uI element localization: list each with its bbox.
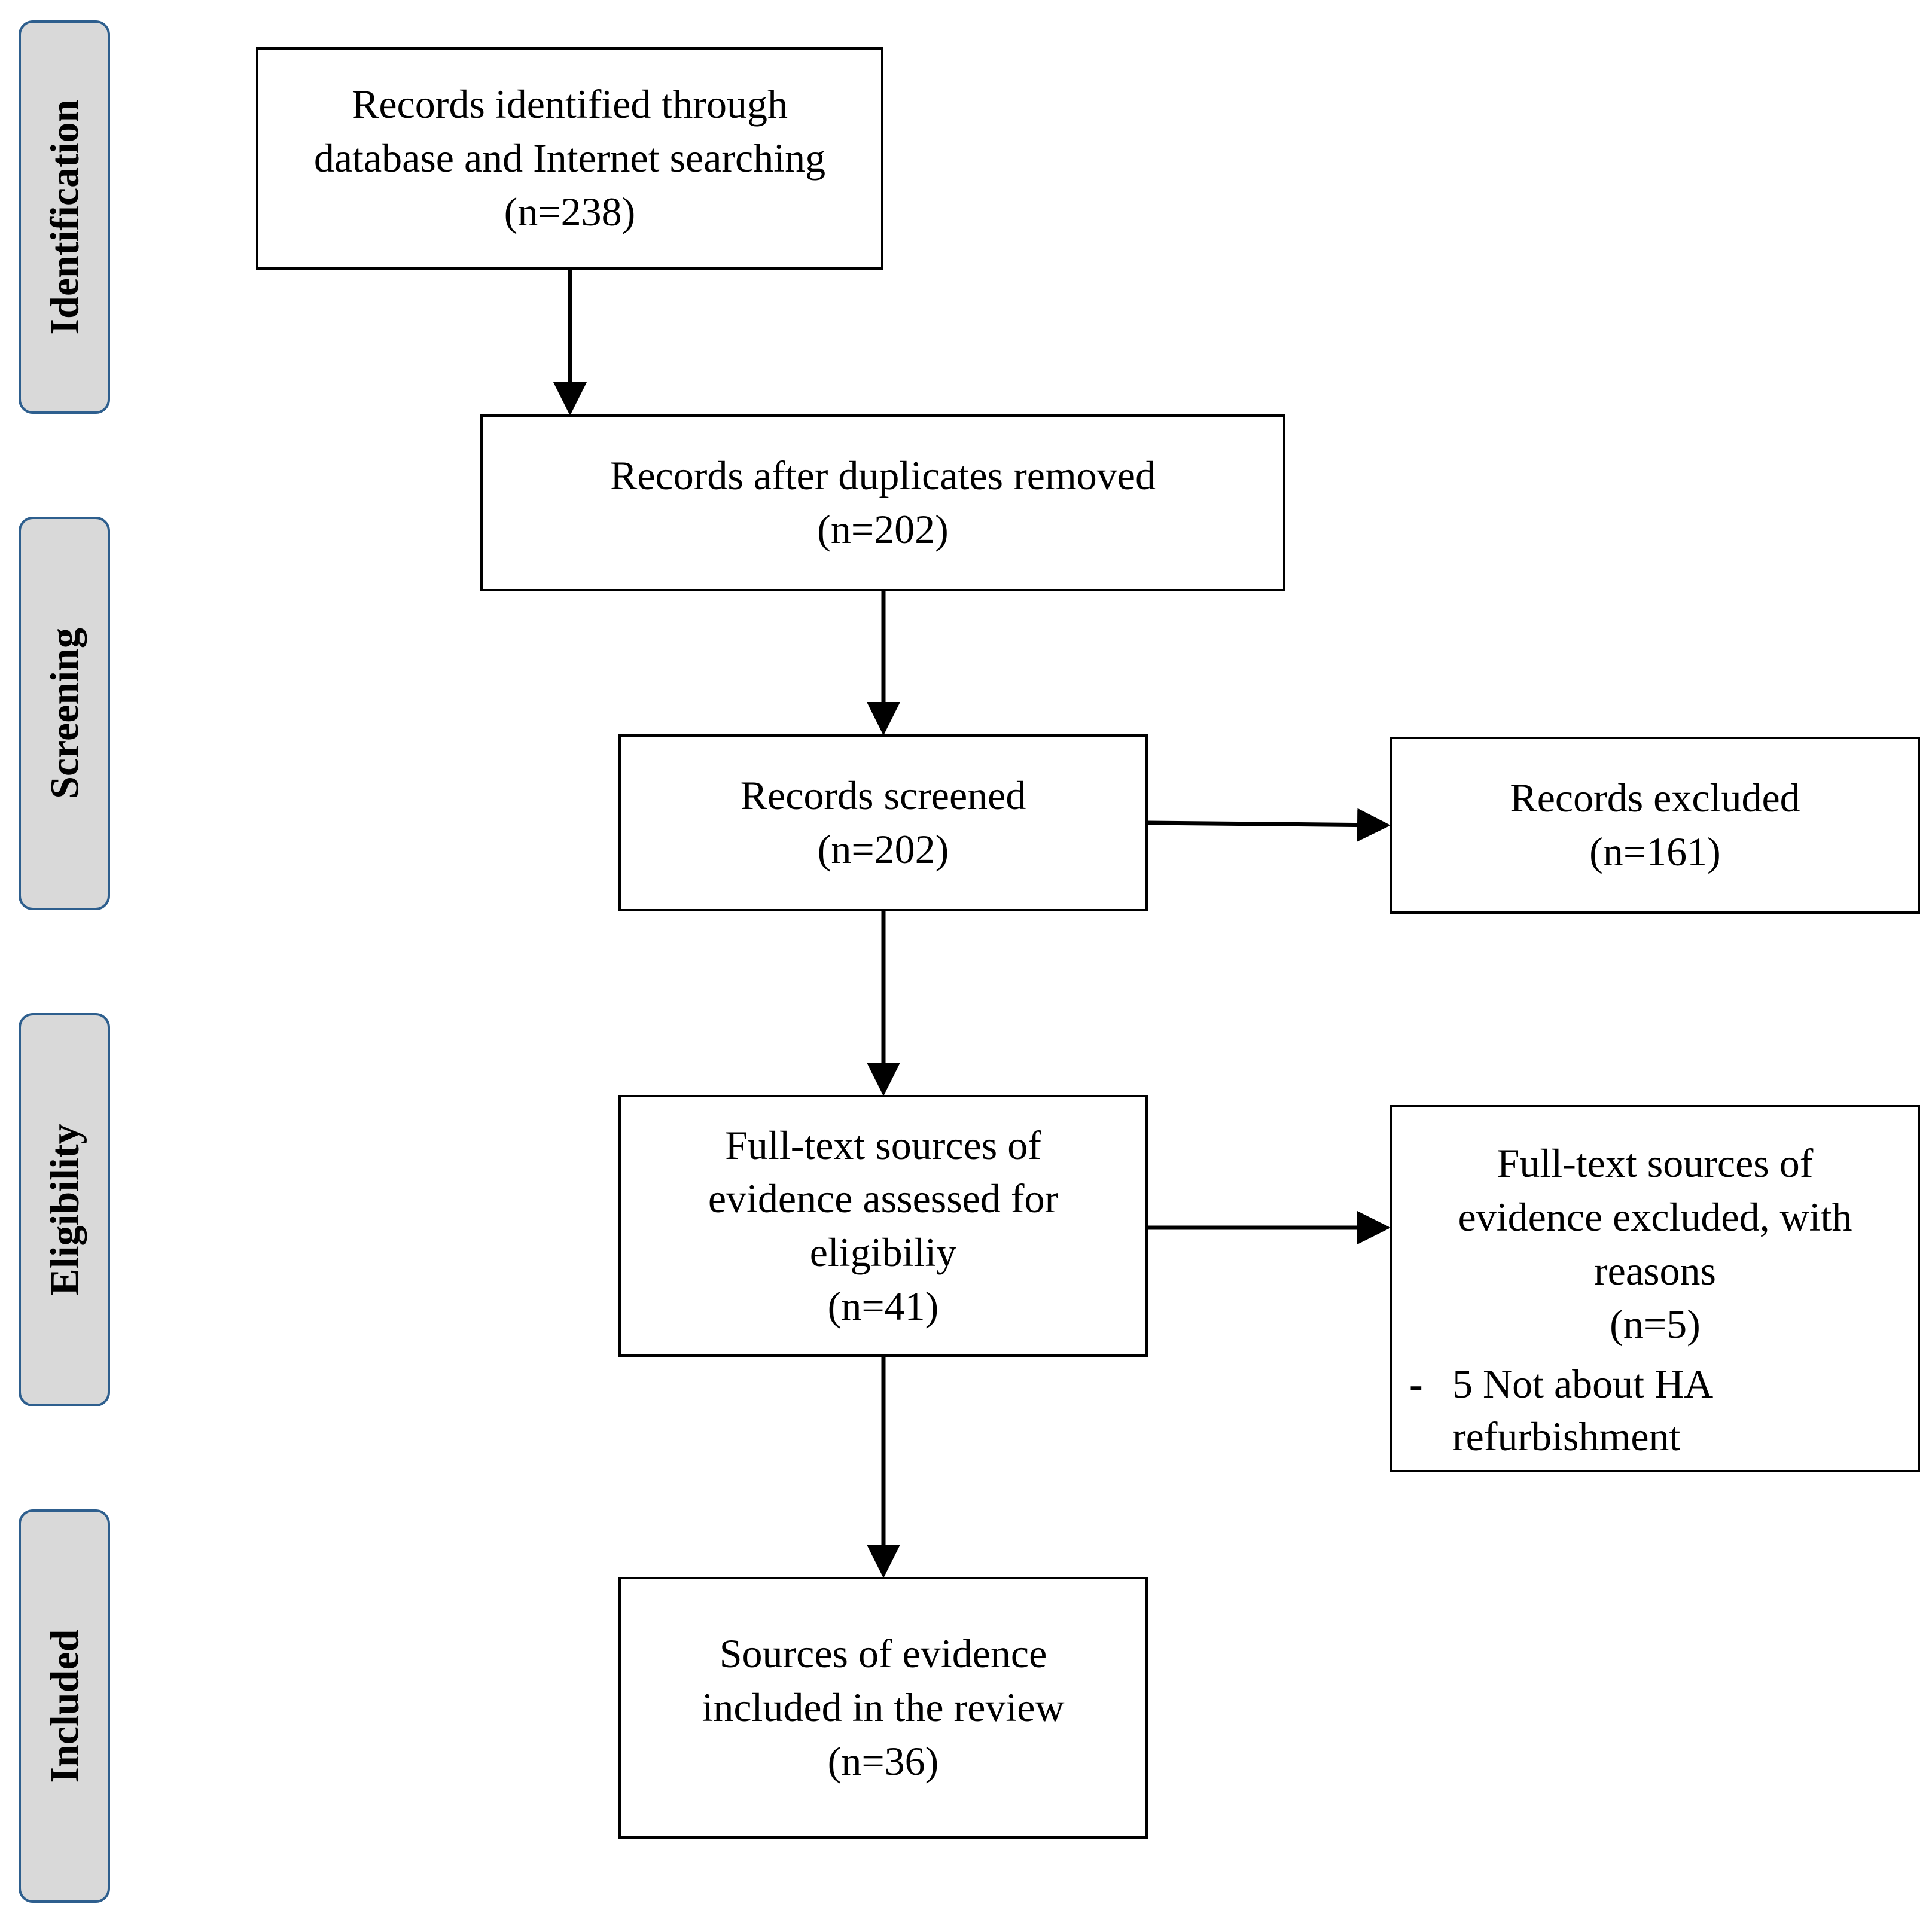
- fulltext-excluded-line3: reasons: [1594, 1247, 1716, 1293]
- records-identified-count: (n=238): [504, 188, 636, 234]
- duplicates-removed-box: Records after duplicates removed (n=202): [480, 414, 1285, 591]
- arrow-screened-to-excluded: [1147, 808, 1391, 842]
- sources-included-count: (n=36): [827, 1738, 939, 1784]
- stage-identification: Identification: [19, 20, 110, 414]
- fulltext-assessed-line3: eligibiliy: [809, 1229, 957, 1275]
- exclusion-reason-text: 5 Not about HA refurbishment: [1452, 1361, 1714, 1460]
- records-screened-label: Records screened: [740, 773, 1026, 819]
- sources-included-line2: included in the review: [702, 1685, 1065, 1731]
- stage-screening: Screening: [19, 517, 110, 910]
- duplicates-removed-count: (n=202): [817, 507, 949, 552]
- records-excluded-box: Records excluded (n=161): [1390, 737, 1920, 914]
- records-excluded-label: Records excluded: [1510, 775, 1800, 821]
- records-screened-box: Records screened (n=202): [618, 734, 1148, 911]
- records-excluded-count: (n=161): [1589, 829, 1721, 874]
- records-screened-count: (n=202): [817, 826, 949, 872]
- sources-included-line1: Sources of evidence: [719, 1631, 1047, 1677]
- records-identified-line2: database and Internet searching: [313, 135, 826, 181]
- fulltext-excluded-line1: Full-text sources of: [1497, 1140, 1814, 1186]
- records-identified-line1: Records identified through: [352, 81, 788, 127]
- exclusion-reason: - 5 Not about HA refurbishment: [1392, 1357, 1918, 1463]
- fulltext-excluded-count: (n=5): [1610, 1301, 1701, 1347]
- exclusion-reason-bullet: -: [1409, 1361, 1423, 1406]
- fulltext-assessed-line2: evidence assessed for: [708, 1176, 1059, 1222]
- sources-included-box: Sources of evidence included in the revi…: [618, 1577, 1148, 1839]
- duplicates-removed-label: Records after duplicates removed: [610, 453, 1156, 499]
- fulltext-excluded-line2: evidence excluded, with: [1458, 1194, 1852, 1240]
- fulltext-excluded-box: Full-text sources of evidence excluded, …: [1390, 1105, 1920, 1472]
- fulltext-assessed-box: Full-text sources of evidence assessed f…: [618, 1095, 1148, 1357]
- fulltext-assessed-count: (n=41): [827, 1283, 939, 1329]
- stage-eligibility: Eligibility: [19, 1013, 110, 1406]
- records-identified-box: Records identified through database and …: [256, 47, 883, 270]
- fulltext-assessed-line1: Full-text sources of: [725, 1122, 1041, 1168]
- stage-included: Included: [19, 1509, 110, 1903]
